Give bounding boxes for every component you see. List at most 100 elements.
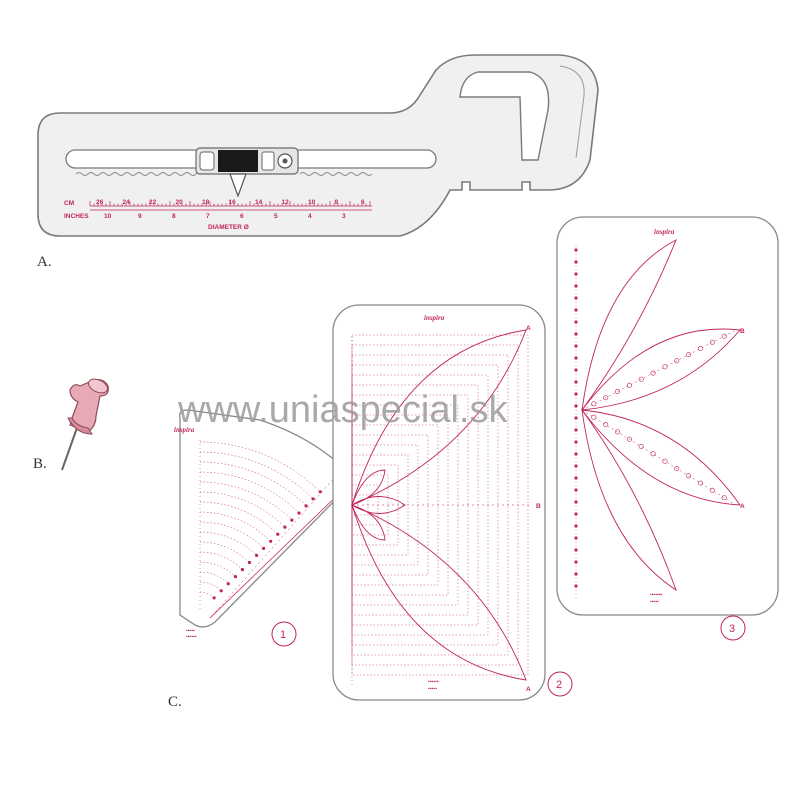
label-b: B. <box>33 456 47 472</box>
template-number-3: 3 <box>729 623 735 635</box>
template-3-dot <box>674 465 680 471</box>
template-1-dot <box>304 504 308 508</box>
template-1-dot <box>240 568 244 572</box>
template-3-brand: inspira <box>654 228 675 236</box>
inch-tick-label: 6 <box>240 213 244 220</box>
template-3-dot <box>574 344 578 348</box>
template-3-dot <box>662 458 668 464</box>
svg-text:▪▪▪▪▪: ▪▪▪▪▪ <box>428 686 437 692</box>
template-1-dot <box>226 582 230 586</box>
template-3-dot <box>574 500 578 504</box>
template-3-dot <box>697 480 703 486</box>
template-3-dot <box>574 452 578 456</box>
cm-label: CM <box>64 200 74 207</box>
template-3-letter-a: A <box>740 503 745 510</box>
template-3-dot <box>603 422 609 428</box>
template-3-dot <box>614 388 620 394</box>
inch-tick-label: 8 <box>172 213 176 220</box>
template-3-dot <box>574 572 578 576</box>
template-1-dot <box>233 575 237 579</box>
inch-tick-label: 7 <box>206 213 210 220</box>
template-3-dot <box>709 487 715 493</box>
template-3-dot <box>574 248 578 252</box>
template-3-dot <box>574 368 578 372</box>
template-1-dot <box>255 553 259 558</box>
cm-tick-label: 12 <box>282 199 290 206</box>
cm-tick-label: 10 <box>308 199 316 206</box>
template-1-arc <box>199 511 271 542</box>
template-1-arc <box>199 501 278 535</box>
cm-tick-label: 26 <box>96 199 104 206</box>
template-3-dot <box>574 512 578 516</box>
cm-tick-label: 22 <box>149 199 157 206</box>
template-1-dot <box>276 532 280 536</box>
template-3-dot <box>574 332 578 336</box>
template-3-dot <box>626 436 632 442</box>
diameter-label: DIAMETER Ø <box>208 224 249 231</box>
template-3-dot <box>674 358 680 364</box>
template-1-brand: inspira <box>174 426 195 434</box>
template-3-dot <box>574 356 578 360</box>
template-1: inspira ▪▪▪▪▪ ▪▪▪▪▪▪ <box>174 409 356 640</box>
template-1-dot <box>318 490 322 494</box>
template-3-dot <box>686 352 692 358</box>
template-3-dot <box>574 392 578 396</box>
template-3-dot <box>574 260 578 264</box>
slider-handle[interactable] <box>195 147 299 198</box>
inch-tick-label: 9 <box>138 213 142 220</box>
template-3-dot <box>574 560 578 564</box>
template-3-dot <box>591 414 597 420</box>
template-3-dot <box>709 339 715 345</box>
template-3-letter-b: B <box>740 328 745 335</box>
template-3-dot <box>686 473 692 479</box>
template-3-dot <box>626 382 632 388</box>
template-1-dot <box>269 539 273 543</box>
template-3-dot <box>650 370 656 376</box>
inch-tick-label: 10 <box>104 213 112 220</box>
template-3: inspira B A ▪▪▪▪▪▪▪ ▪▪▪▪▪ <box>556 216 779 616</box>
template-3-dot <box>591 401 597 407</box>
template-3-dot <box>574 536 578 540</box>
template-3-dot <box>574 548 578 552</box>
inches-label: INCHES <box>64 213 89 220</box>
cm-tick-label: 6 <box>361 199 365 206</box>
template-3-dot <box>638 443 644 449</box>
template-2-letter-b: B <box>536 503 541 510</box>
template-3-dot <box>697 345 703 351</box>
template-1-dot <box>262 546 266 551</box>
template-2: inspira A A B ▪▪▪▪▪▪ ▪▪▪▪▪ <box>332 304 546 701</box>
inch-tick-label: 3 <box>342 213 346 220</box>
cm-tick-label: 8 <box>335 199 339 206</box>
template-3-dot <box>574 308 578 312</box>
cm-tick-label: 24 <box>123 199 131 206</box>
template-3-dot <box>574 416 578 420</box>
template-1-arc <box>199 481 293 521</box>
template-number-1: 1 <box>280 629 286 641</box>
template-3-dot <box>574 380 578 384</box>
cm-tick-label: 16 <box>229 199 237 206</box>
label-c: C. <box>168 694 182 710</box>
template-1-arc <box>199 491 286 528</box>
template-1-arc <box>199 521 264 549</box>
template-1-arc <box>199 561 236 577</box>
template-3-dot <box>614 429 620 435</box>
template-1-arc <box>199 551 243 570</box>
template-3-dot <box>574 524 578 528</box>
template-2-letter-a-bottom: A <box>526 686 531 693</box>
template-3-dot <box>574 320 578 324</box>
template-3-dot <box>574 464 578 468</box>
svg-text:▪▪▪▪▪▪: ▪▪▪▪▪▪ <box>428 679 439 685</box>
template-1-arc <box>199 441 321 492</box>
watermark: www.uniaspecial.sk <box>177 389 508 431</box>
svg-text:▪▪▪▪▪▪: ▪▪▪▪▪▪ <box>186 634 197 640</box>
template-1-dot <box>247 560 252 565</box>
template-3-dot <box>721 333 727 339</box>
template-3-dot <box>650 451 656 457</box>
template-3-dot <box>662 364 668 370</box>
cm-tick-label: 20 <box>176 199 184 206</box>
svg-text:▪▪▪▪▪: ▪▪▪▪▪ <box>186 628 195 634</box>
template-number-2: 2 <box>556 679 562 691</box>
